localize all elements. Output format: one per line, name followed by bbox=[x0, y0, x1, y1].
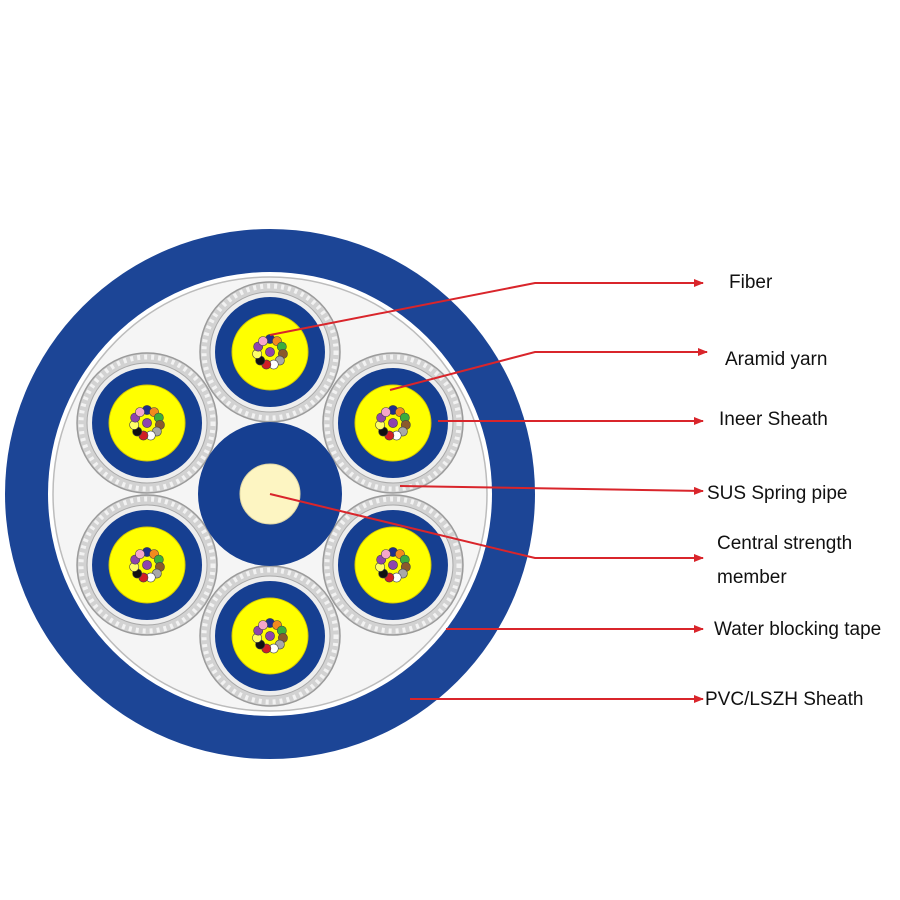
fiber bbox=[135, 549, 145, 559]
aramid-yarn-arrow bbox=[389, 348, 708, 391]
loose-tube bbox=[322, 352, 464, 494]
central-member-arrow bbox=[269, 493, 704, 562]
fiber bbox=[388, 418, 398, 428]
loose-tube bbox=[322, 494, 464, 636]
fiber-bundle bbox=[129, 547, 165, 583]
spring-pipe-braid bbox=[78, 354, 216, 492]
label-spring-pipe: SUS Spring pipe bbox=[707, 483, 848, 504]
spring-pipe-braid bbox=[324, 496, 462, 634]
loose-tube bbox=[76, 494, 218, 636]
fiber bbox=[258, 620, 268, 630]
fiber-arrow bbox=[269, 279, 704, 336]
loose-tubes bbox=[76, 281, 464, 707]
loose-tube bbox=[199, 281, 341, 423]
fiber bbox=[142, 418, 152, 428]
fiber bbox=[142, 560, 152, 570]
spring-pipe-braid bbox=[78, 496, 216, 634]
label-central-strength-member: Central strength member bbox=[717, 533, 853, 588]
label-water-blocking-tape: Water blocking tape bbox=[714, 619, 882, 640]
fiber bbox=[380, 549, 391, 559]
loose-tube bbox=[199, 565, 341, 707]
fiber bbox=[265, 631, 275, 641]
fiber bbox=[135, 407, 145, 417]
label-fiber: Fiber bbox=[729, 272, 773, 293]
fiber bbox=[258, 336, 268, 346]
fiber-bundle bbox=[129, 405, 165, 441]
fiber-bundle bbox=[252, 334, 288, 370]
spring-pipe-braid bbox=[201, 567, 339, 705]
label-inner-sheath: Ineer Sheath bbox=[719, 409, 828, 430]
cable-cross-section bbox=[5, 229, 535, 759]
label-aramid-yarn: Aramid yarn bbox=[725, 349, 828, 370]
fiber-bundle bbox=[375, 547, 411, 583]
fiber bbox=[388, 560, 398, 570]
spring-pipe-arrow bbox=[399, 485, 704, 495]
fiber bbox=[265, 347, 275, 357]
callout-arrows bbox=[269, 279, 708, 703]
spring-pipe-braid bbox=[201, 283, 339, 421]
spring-pipe-braid bbox=[324, 354, 462, 492]
fiber-bundle bbox=[252, 618, 288, 654]
loose-tube bbox=[76, 352, 218, 494]
fiber-bundle bbox=[375, 405, 411, 441]
label-outer-sheath: PVC/LSZH Sheath bbox=[705, 689, 864, 710]
fiber bbox=[380, 407, 391, 417]
